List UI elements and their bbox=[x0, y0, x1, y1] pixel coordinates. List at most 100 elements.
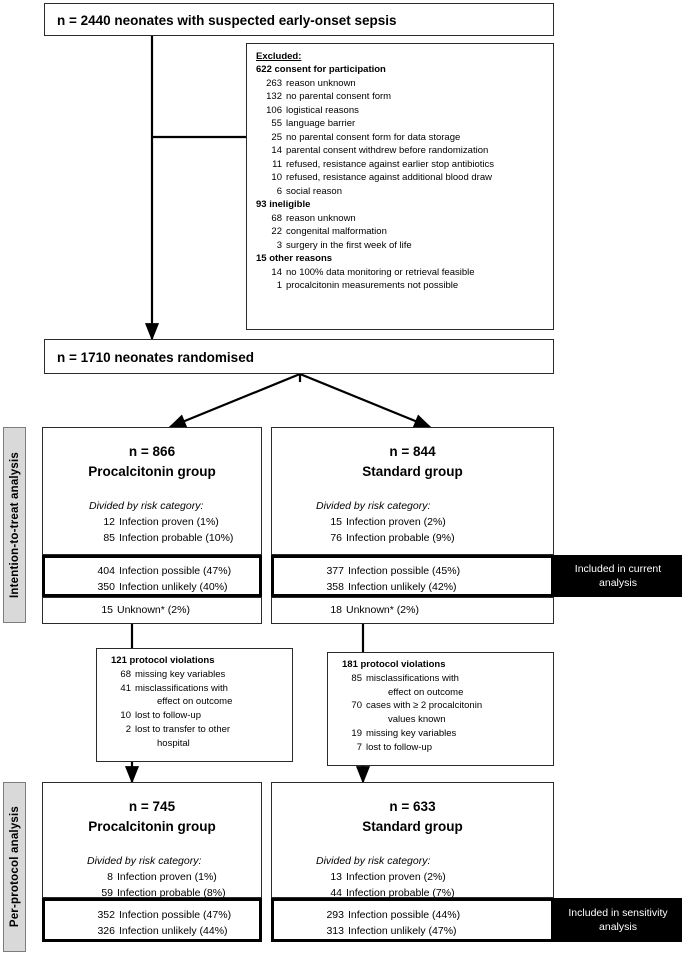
itt-left-unknown-body: 15 Unknown* (2%) bbox=[87, 603, 190, 619]
row-count: 293 bbox=[326, 909, 344, 921]
violations-left-count: 121 bbox=[111, 655, 127, 666]
row-count: 132 bbox=[266, 91, 282, 103]
sidebar-pp-label: Per-protocol analysis bbox=[8, 806, 21, 928]
row-label: refused, resistance against additional b… bbox=[286, 172, 492, 184]
row-label: social reason bbox=[286, 185, 342, 197]
pp-left-row: 8 Infection proven (1%) bbox=[87, 870, 226, 886]
row-count: 68 bbox=[120, 668, 131, 680]
itt-left-risk-body: Divided by risk category: 12 Infection pr… bbox=[89, 499, 233, 546]
itt-left-group: Procalcitonin group bbox=[88, 463, 216, 479]
row-count: 7 bbox=[356, 741, 362, 753]
sidebar-per-protocol: Per-protocol analysis bbox=[3, 782, 26, 952]
violations-left-label: protocol violations bbox=[129, 655, 215, 666]
violations-left-item: 10 lost to follow-up bbox=[105, 709, 288, 723]
row-label: reason unknown bbox=[286, 77, 356, 89]
row-label: no parental consent form bbox=[286, 91, 392, 103]
pp-left-header-box: n = 745 Procalcitonin group Divided by r… bbox=[42, 782, 262, 899]
row-label: missing key variables bbox=[135, 668, 226, 680]
row-label: surgery in the first week of life bbox=[286, 239, 412, 251]
row-count: 3 bbox=[276, 239, 282, 251]
row-label: Unknown* (2%) bbox=[346, 604, 419, 616]
row-label: Infection possible (45%) bbox=[348, 565, 461, 577]
pp-right-highlight-row: 293 Infection possible (44%) bbox=[318, 908, 460, 924]
row-count: 10 bbox=[271, 172, 282, 184]
row-count: 106 bbox=[266, 104, 282, 116]
itt-left-unknown-box: 15 Unknown* (2%) bbox=[42, 597, 262, 624]
row-label: congenital malformation bbox=[286, 226, 387, 238]
violations-left-item: 68 missing key variables bbox=[105, 668, 288, 682]
excluded-item: 55 language barrier bbox=[256, 117, 549, 130]
pp-right-highlight-body: 293 Infection possible (44%) 313 Infection … bbox=[318, 908, 460, 940]
excluded-item: 1 procalcitonin measurements not possible bbox=[256, 279, 549, 292]
row-count: 313 bbox=[326, 924, 344, 937]
row-count: 15 bbox=[101, 604, 113, 616]
violations-left-item-continuation: effect on outcome bbox=[157, 696, 233, 708]
row-count: 68 bbox=[271, 212, 282, 224]
itt-badge-label: Included in current analysis bbox=[574, 562, 662, 589]
row-label: lost to follow-up bbox=[135, 710, 202, 722]
itt-left-row: 12 Infection proven (1%) bbox=[89, 515, 233, 531]
excluded-item: 3 surgery in the first week of life bbox=[256, 239, 549, 252]
row-label: language barrier bbox=[286, 118, 356, 130]
randomised-box: n = 1710 neonates randomised bbox=[44, 339, 554, 374]
row-label: Infection unlikely (47%) bbox=[348, 924, 457, 937]
violations-right-head: 181 protocol violations bbox=[336, 658, 549, 672]
row-count: 25 bbox=[271, 131, 282, 143]
row-count: 12 bbox=[103, 515, 115, 528]
row-label: Infection unlikely (44%) bbox=[119, 924, 228, 937]
row-count: 41 bbox=[120, 682, 131, 694]
itt-right-group: Standard group bbox=[362, 463, 463, 479]
row-count: 358 bbox=[326, 580, 344, 593]
violations-left-box: 121 protocol violations 68 missing key v… bbox=[96, 648, 293, 762]
row-count: 14 bbox=[271, 145, 282, 157]
row-label: Infection proven (1%) bbox=[117, 870, 217, 883]
excluded-group-head: 93 ineligible bbox=[256, 199, 311, 211]
row-count: 22 bbox=[271, 226, 282, 238]
violations-right-item-continuation: values known bbox=[388, 714, 446, 726]
row-label: Unknown* (2%) bbox=[117, 604, 190, 616]
pp-badge-label: Included in sensitivity analysis bbox=[568, 906, 668, 933]
row-label: Infection possible (44%) bbox=[348, 909, 461, 921]
row-count: 8 bbox=[107, 870, 113, 883]
itt-left-divided-label: Divided by risk category: bbox=[89, 500, 204, 512]
itt-left-header-box: n = 866 Procalcitonin group Divided by r… bbox=[42, 427, 262, 555]
row-count: 404 bbox=[97, 565, 115, 577]
row-count: 55 bbox=[271, 118, 282, 130]
row-label: misclassifications with bbox=[135, 682, 228, 694]
row-label: Infection proven (1%) bbox=[119, 515, 219, 528]
row-count: 10 bbox=[120, 710, 131, 722]
excluded-group-head: 622 consent for participation bbox=[256, 64, 386, 76]
row-count: 1 bbox=[276, 280, 282, 292]
pp-right-highlight-box: 293 Infection possible (44%) 313 Infection … bbox=[271, 898, 554, 942]
sidebar-intention-to-treat: Intention-to-treat analysis bbox=[3, 427, 26, 623]
row-count: 15 bbox=[330, 515, 342, 528]
violations-left-item: 41 misclassifications with bbox=[105, 682, 288, 696]
row-label: cases with ≥ 2 procalcitonin bbox=[366, 700, 483, 712]
row-label: procalcitonin measurements not possible bbox=[286, 280, 459, 292]
